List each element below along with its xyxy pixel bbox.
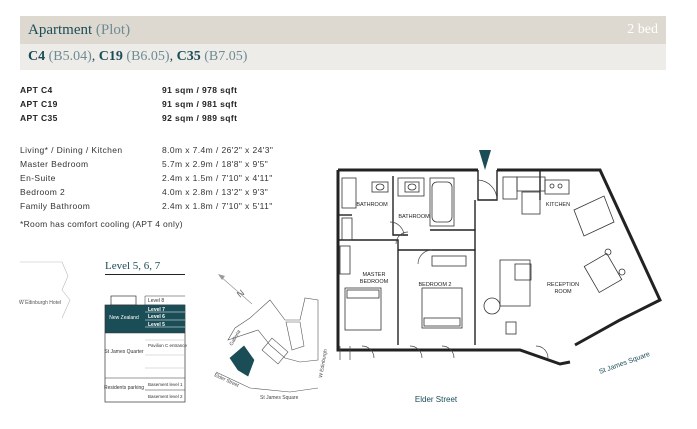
kitchen-label: KITCHEN	[546, 202, 570, 208]
pavilion-label: Pavilion C entrance	[148, 343, 188, 348]
unit-list-bar: C4 (B5.04), C19 (B6.05), C35 (B7.05)	[20, 44, 666, 70]
level-8-label: Level 8	[148, 298, 164, 304]
level-title-underline	[105, 274, 185, 275]
bedroom-furniture	[339, 245, 467, 331]
new-zealand-label: New Zealand	[109, 315, 139, 321]
bed-count: 2 bed	[627, 22, 658, 37]
bedroom2-label: BEDROOM 2	[418, 282, 451, 288]
bathroom-label: BATHROOM	[356, 202, 388, 208]
comfort-cooling-note: *Room has comfort cooling (APT 4 only)	[20, 219, 183, 229]
basement-2-label: Basement level 2	[148, 394, 183, 399]
level-title: Level 5, 6, 7	[105, 260, 161, 272]
kitchen-fixtures	[502, 176, 615, 237]
basement-1-label: Basement level 1	[148, 382, 183, 387]
floor-plan-walls	[336, 168, 662, 366]
elder-street-label: Elder Street	[415, 395, 458, 404]
elder-street-map-label: Elder Street	[213, 372, 240, 389]
quarter-label: St James Quarter	[104, 349, 144, 355]
floor-plan-inner-walls	[338, 170, 541, 345]
level-5-label: Level 5	[148, 322, 165, 328]
doors	[339, 179, 549, 360]
bathroom-fixtures	[341, 177, 455, 241]
west-edinburgh-hotel-label: W Edinburgh Hotel	[19, 300, 61, 306]
st-james-square-map-label: St James Square	[260, 395, 299, 401]
residents-parking-label: Residents parking	[104, 385, 144, 391]
level-7-label: Level 7	[148, 307, 165, 313]
site-outline	[20, 261, 71, 319]
title-bar: Apartment (Plot) 2 bed	[20, 16, 666, 44]
bathroom2-label: BATHROOM	[398, 214, 430, 220]
compass: N	[218, 274, 253, 305]
entrance-arrow-icon	[479, 150, 491, 170]
level-6-label: Level 6	[148, 314, 165, 320]
galleria-label: Galleria	[229, 329, 243, 347]
level-stack-diagram: Level 8 Level 7 Level 6 Level 5 New Zeal…	[104, 295, 188, 403]
location-map	[215, 297, 319, 393]
living-furniture	[483, 248, 626, 335]
w-edinburgh-map-label: W Edinburgh	[318, 349, 329, 379]
north-label: N	[235, 288, 246, 300]
st-james-square-label: St James Square	[598, 351, 651, 376]
apartment-title: Apartment (Plot)	[28, 21, 131, 38]
unit-list: C4 (B5.04), C19 (B6.05), C35 (B7.05)	[28, 49, 248, 64]
